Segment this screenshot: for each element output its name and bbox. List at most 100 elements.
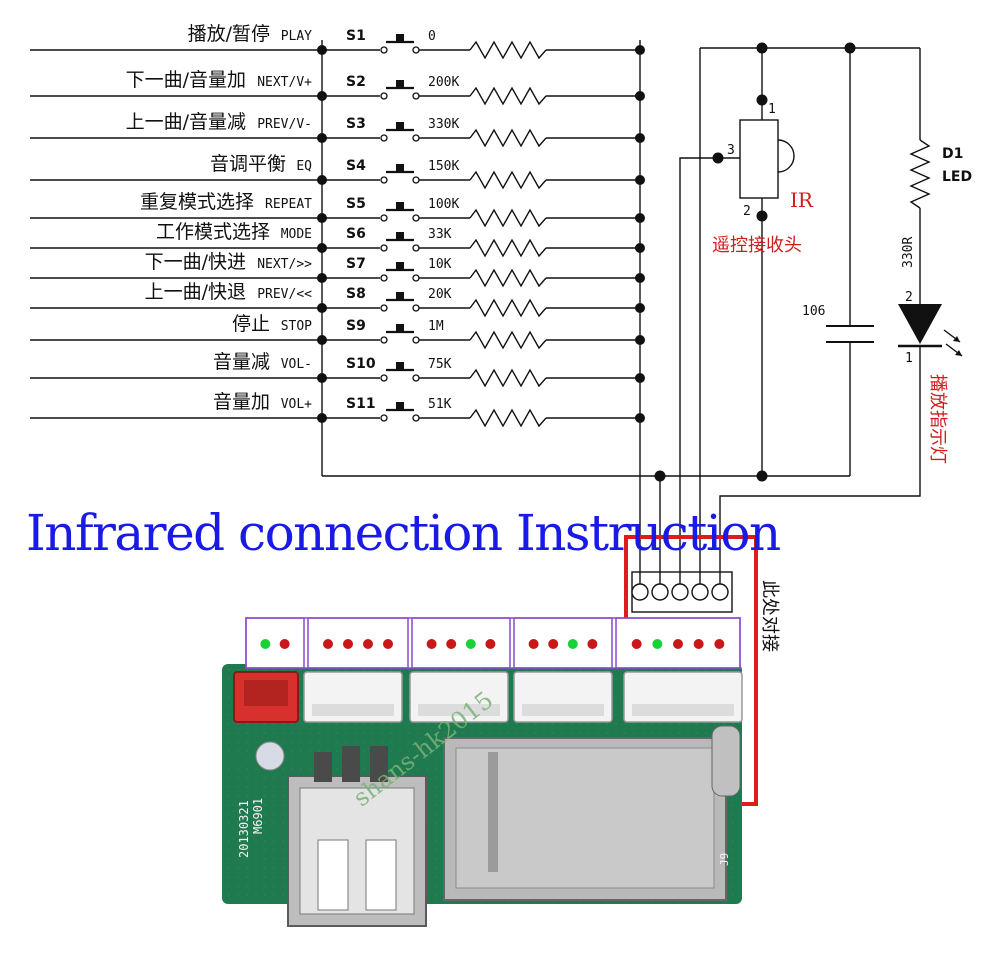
button-label-en: STOP (281, 319, 312, 334)
indicator-led (587, 639, 598, 649)
capacitor-component (255, 741, 285, 771)
indicator-led (631, 639, 642, 649)
indicator-led (548, 639, 559, 649)
resistor-value: 33K (428, 227, 452, 242)
svg-text:D1: D1 (942, 146, 963, 162)
resistor-value: 150K (428, 159, 459, 174)
indicator-led (446, 639, 457, 649)
diagram-title: Infrared connection Instruction (26, 504, 781, 562)
switch-ref: S2 (346, 74, 366, 90)
indicator-led (567, 639, 578, 649)
resistor (469, 128, 547, 148)
button-label-en: REPEAT (265, 197, 312, 212)
svg-text:1: 1 (768, 102, 776, 117)
resistor (469, 86, 547, 106)
button-label-en: VOL+ (281, 397, 312, 412)
switch-ref: S5 (346, 196, 366, 212)
led-indicator-group (513, 617, 613, 669)
resistor-value: 100K (428, 197, 459, 212)
button-label-cn: 下一曲/音量加 (126, 69, 246, 91)
svg-text:J9: J9 (718, 853, 731, 866)
led-indicator-group (245, 617, 305, 669)
capacitor-106: 106 (802, 48, 874, 476)
indicator-led (260, 639, 271, 649)
connector-pin (671, 583, 689, 601)
switch-ref: S9 (346, 318, 366, 334)
svg-text:330R: 330R (901, 237, 916, 268)
svg-text:106: 106 (802, 304, 825, 319)
button-label-en: NEXT/V+ (257, 75, 312, 90)
resistor-value: 1M (428, 319, 444, 334)
svg-text:遥控接收头: 遥控接收头 (712, 235, 802, 256)
connector-pin (651, 583, 669, 601)
button-label-cn: 上一曲/音量减 (126, 111, 246, 133)
connector-pin (631, 583, 649, 601)
resistor (469, 170, 547, 190)
button-label-en: PREV/V- (257, 117, 312, 132)
resistor (469, 40, 547, 60)
svg-text:20130321: 20130321 (237, 800, 251, 858)
button-label-cn: 下一曲/快进 (145, 251, 246, 273)
connector-pin (711, 583, 729, 601)
switch-ref: S11 (346, 396, 376, 412)
resistor (469, 330, 547, 350)
indicator-led (426, 639, 437, 649)
switch-ref: S4 (346, 158, 366, 174)
button-label-cn: 音量加 (213, 391, 270, 413)
indicator-led (323, 639, 333, 649)
indicator-led (673, 639, 683, 649)
indicator-led (279, 639, 290, 649)
button-label-cn: 停止 (232, 313, 270, 335)
pcb-board: 20130321 M6901 J9 (222, 617, 743, 927)
resistor (469, 268, 547, 288)
resistor (469, 238, 547, 258)
switch-ref: S6 (346, 226, 366, 242)
button-label-en: EQ (296, 159, 312, 174)
button-label-cn: 工作模式选择 (156, 221, 270, 243)
switch-ref: S8 (346, 286, 366, 302)
led-indicator-group (307, 617, 409, 669)
resistor (469, 208, 547, 228)
button-row-s8: 上一曲/快退 PREV/<< S8 20K (30, 281, 645, 318)
indicator-led (652, 639, 663, 649)
switch-ref: S10 (346, 356, 376, 372)
button-row-s10: 音量减 VOL- S10 75K (30, 351, 645, 388)
resistor-value: 10K (428, 257, 452, 272)
button-label-en: PREV/<< (257, 287, 312, 302)
button-label-cn: 音量减 (213, 351, 270, 373)
resistor-value: 0 (428, 29, 436, 44)
resistor-value: 20K (428, 287, 452, 302)
led-indicator-group (615, 617, 741, 669)
button-row-s4: 音调平衡 EQ S4 150K (30, 153, 645, 190)
button-label-en: VOL- (281, 357, 312, 372)
button-label-cn: 音调平衡 (210, 153, 286, 175)
indicator-led (383, 639, 393, 649)
button-label-en: MODE (281, 227, 312, 242)
svg-text:2: 2 (743, 204, 751, 219)
resistor (469, 298, 547, 318)
resistor (469, 368, 547, 388)
indicator-led (528, 639, 539, 649)
button-label-cn: 上一曲/快退 (145, 281, 246, 303)
crystal (711, 725, 741, 797)
indicator-led (485, 639, 496, 649)
resistor-value: 330K (428, 117, 459, 132)
svg-text:M6901: M6901 (251, 798, 265, 834)
resistor-value: 75K (428, 357, 452, 372)
resistor (469, 408, 547, 428)
indicator-led (343, 639, 353, 649)
indicator-led (693, 639, 704, 649)
switch-ref: S1 (346, 28, 366, 44)
button-label-en: PLAY (281, 29, 312, 44)
svg-text:2: 2 (905, 290, 913, 305)
connector-5pin (631, 540, 733, 613)
svg-text:1: 1 (905, 351, 913, 366)
svg-text:LED: LED (942, 169, 972, 185)
connector-pin (691, 583, 709, 601)
